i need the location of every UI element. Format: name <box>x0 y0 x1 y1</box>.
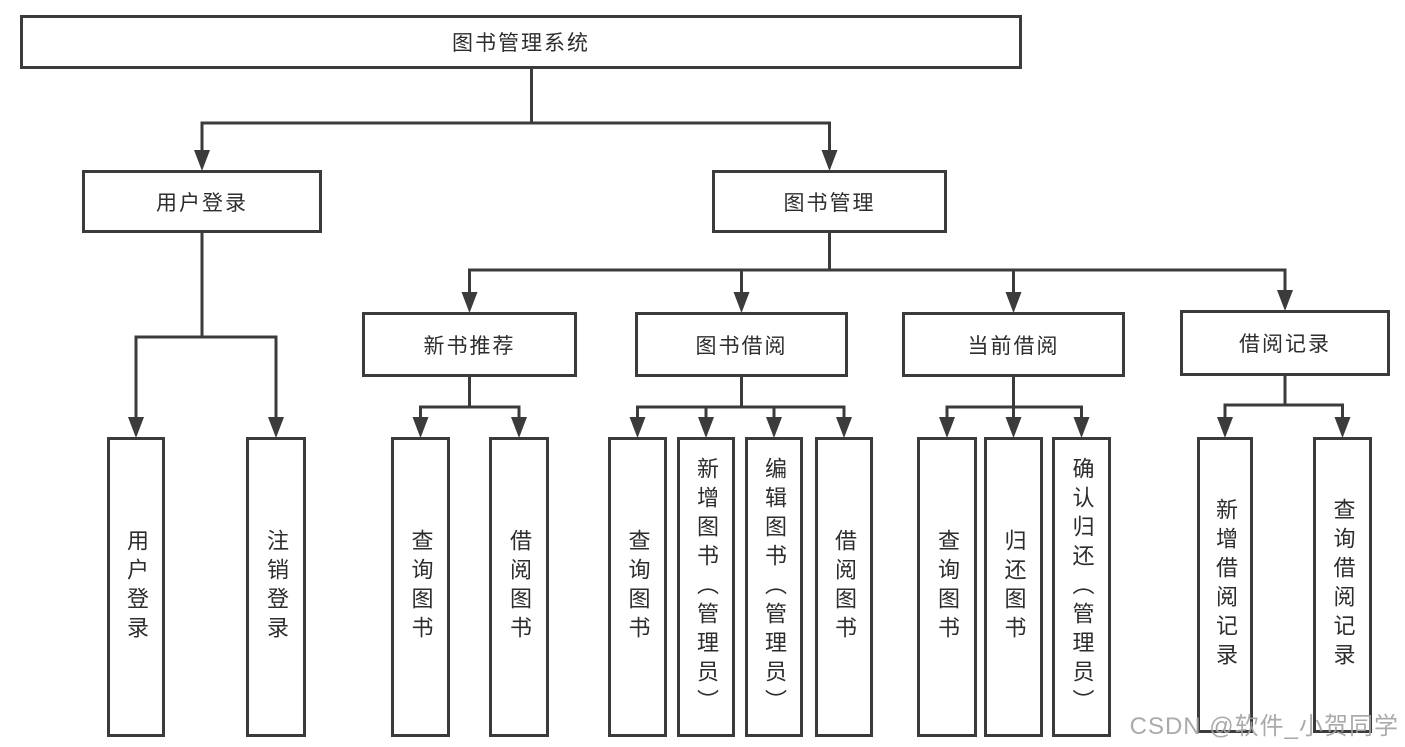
leaf-newbooks-borrow-books: 借阅图书 <box>489 437 549 737</box>
leaf-borrowing-edit-books-admin-label: 编辑图书（管理员） <box>762 456 787 718</box>
leaf-records-query-record-label: 查询借阅记录 <box>1330 498 1356 672</box>
node-root-system: 图书管理系统 <box>20 15 1022 69</box>
leaf-current-query-books-label: 查询图书 <box>935 529 960 645</box>
leaf-current-return-books-label: 归还图书 <box>1001 529 1027 645</box>
edges-borrowing <box>636 375 846 425</box>
leaf-records-add-record: 新增借阅记录 <box>1197 437 1253 733</box>
leaf-current-confirm-return-admin-label: 确认归还（管理员） <box>1069 456 1095 718</box>
leaf-newbooks-query-books-label: 查询图书 <box>408 529 434 645</box>
edges-user-login <box>134 231 278 425</box>
leaf-records-query-record: 查询借阅记录 <box>1313 437 1372 733</box>
node-new-book-recommend: 新书推荐 <box>362 312 577 377</box>
edges-root <box>200 67 831 158</box>
leaf-current-confirm-return-admin: 确认归还（管理员） <box>1052 437 1111 737</box>
leaf-borrowing-borrow-books-label: 借阅图书 <box>832 529 857 645</box>
node-current-borrowing-label: 当前借阅 <box>967 334 1060 358</box>
node-root-label: 图书管理系统 <box>452 32 590 55</box>
node-new-book-recommend-label: 新书推荐 <box>423 334 516 358</box>
arrowheads <box>128 150 1351 438</box>
node-user-login: 用户登录 <box>82 170 322 233</box>
node-current-borrowing: 当前借阅 <box>902 312 1125 377</box>
node-book-borrowing: 图书借阅 <box>635 312 848 377</box>
leaf-borrowing-query-books-label: 查询图书 <box>625 529 651 645</box>
node-borrowing-records-label: 借阅记录 <box>1239 333 1331 356</box>
leaf-borrowing-add-books-admin-label: 新增图书（管理员） <box>694 456 719 718</box>
edges-current <box>945 375 1083 425</box>
leaf-borrowing-query-books: 查询图书 <box>608 437 667 737</box>
node-book-borrowing-label: 图书借阅 <box>695 334 788 358</box>
leaf-newbooks-query-books: 查询图书 <box>391 437 450 737</box>
leaf-logout: 注销登录 <box>246 437 306 737</box>
node-user-login-label: 用户登录 <box>156 191 248 215</box>
node-borrowing-records: 借阅记录 <box>1180 310 1390 376</box>
node-book-management: 图书管理 <box>712 170 947 233</box>
csdn-watermark: CSDN @软件_小贺同学 <box>1129 713 1399 740</box>
node-book-management-label: 图书管理 <box>783 191 876 215</box>
leaf-borrowing-edit-books-admin: 编辑图书（管理员） <box>745 437 803 737</box>
leaf-user-login: 用户登录 <box>107 437 165 737</box>
leaf-current-return-books: 归还图书 <box>984 437 1043 737</box>
leaf-records-add-record-label: 新增借阅记录 <box>1213 498 1238 672</box>
edges-new-books <box>419 375 521 425</box>
edges-records <box>1223 374 1344 425</box>
edges-book-mgmt <box>468 231 1287 300</box>
leaf-logout-label: 注销登录 <box>264 529 289 645</box>
leaf-newbooks-borrow-books-label: 借阅图书 <box>507 529 532 645</box>
leaf-user-login-label: 用户登录 <box>124 529 149 645</box>
leaf-borrowing-add-books-admin: 新增图书（管理员） <box>677 437 735 737</box>
leaf-borrowing-borrow-books: 借阅图书 <box>815 437 873 737</box>
leaf-current-query-books: 查询图书 <box>917 437 977 737</box>
